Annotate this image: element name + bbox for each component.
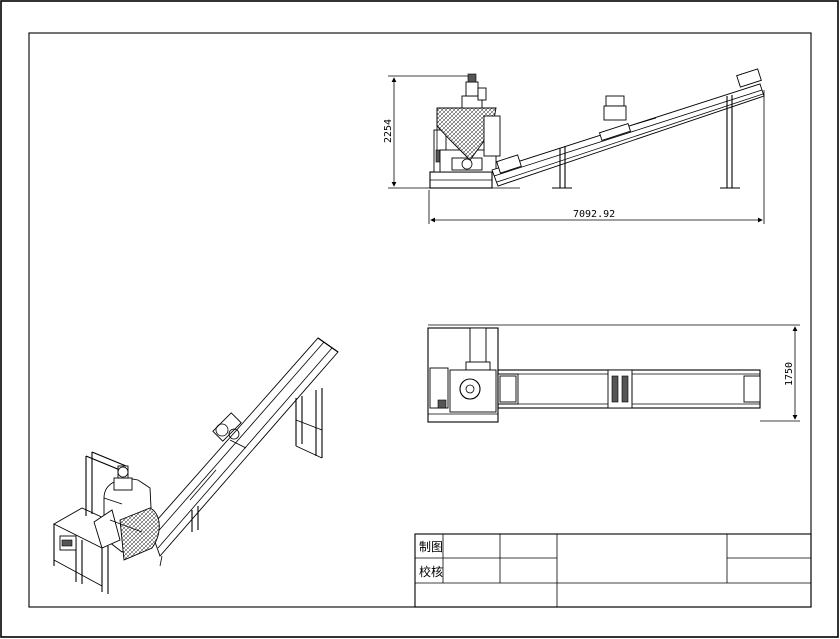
top-view: 1750 bbox=[427, 324, 800, 423]
checked-by-label: 校核 bbox=[419, 564, 443, 579]
side-length-dimension: 7092.92 bbox=[573, 209, 615, 220]
isometric-view bbox=[53, 337, 339, 594]
side-view: 2254 7092.92 bbox=[383, 68, 765, 224]
top-width-dimension: 1750 bbox=[784, 362, 795, 386]
title-block: 制图 校核 bbox=[414, 533, 812, 608]
side-height-dimension: 2254 bbox=[383, 119, 394, 143]
drawn-by-label: 制图 bbox=[419, 540, 443, 554]
